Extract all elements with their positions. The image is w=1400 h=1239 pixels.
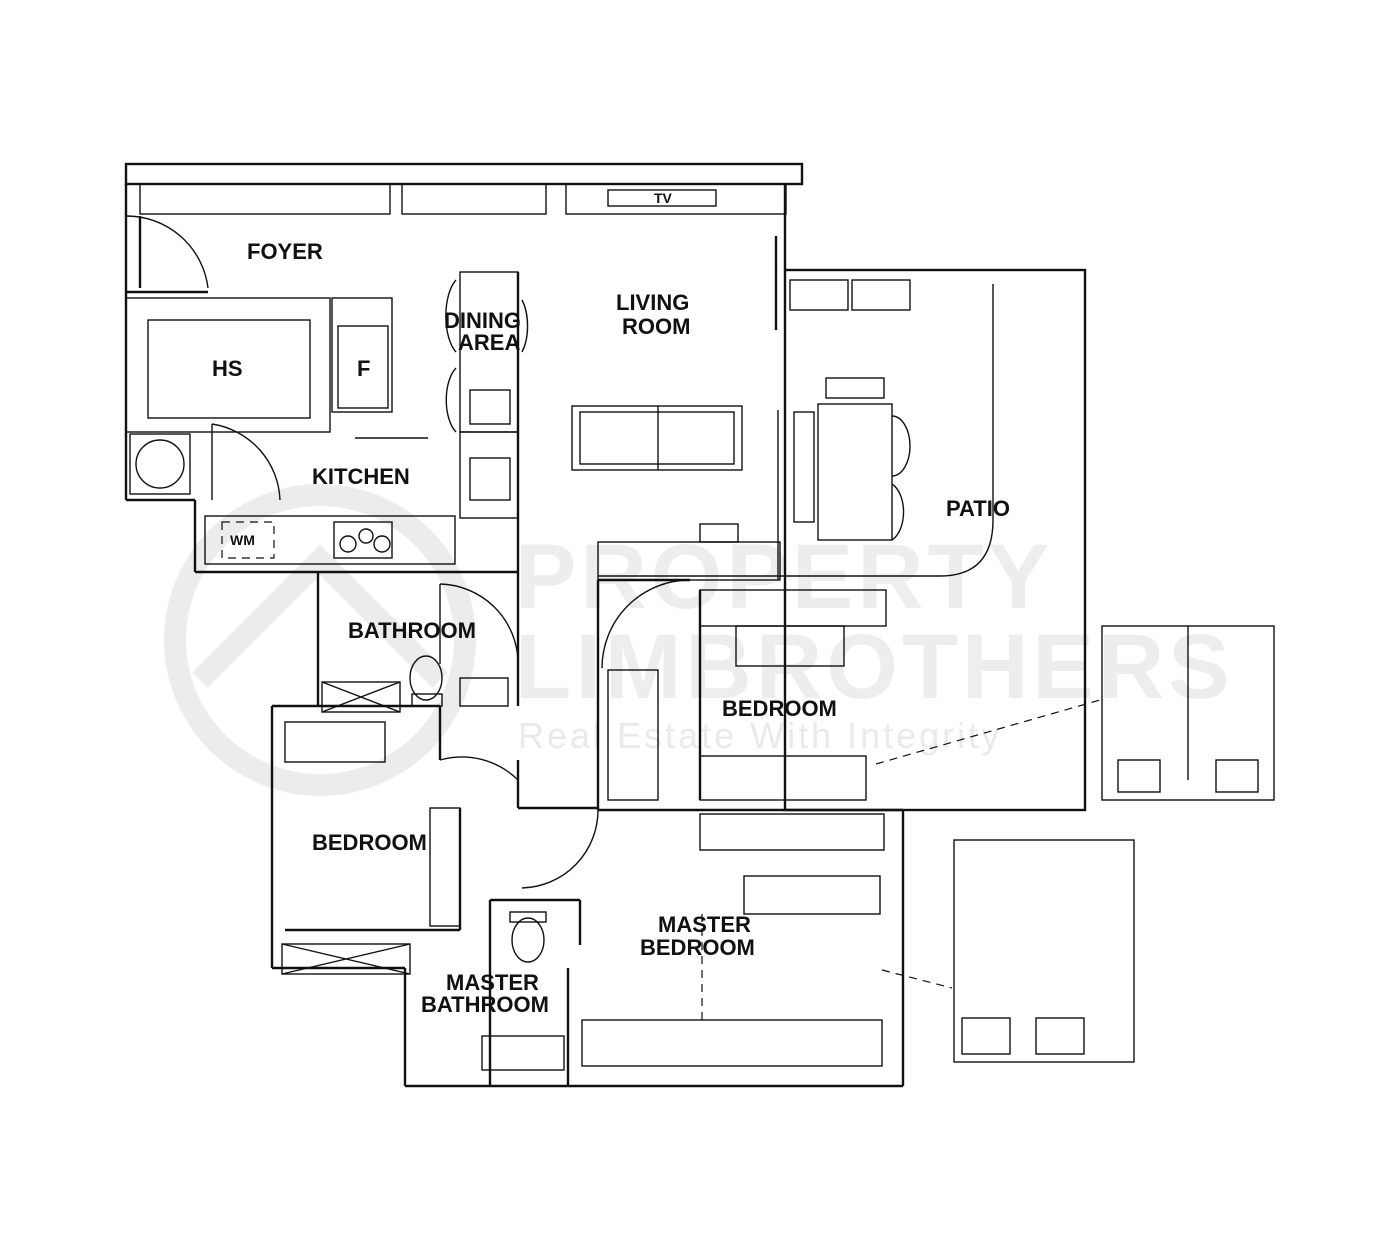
watermark-logo-ring xyxy=(164,484,476,796)
label-living-2: ROOM xyxy=(622,314,690,339)
label-foyer: FOYER xyxy=(247,239,323,264)
label-patio: PATIO xyxy=(946,496,1010,521)
watermark-logo-roof xyxy=(192,544,448,688)
watermark: PROPERTY LIMBROTHERS Real Estate With In… xyxy=(164,484,1234,796)
label-master-bedroom-1: MASTER xyxy=(658,912,751,937)
label-bedroom-2: BEDROOM xyxy=(312,830,427,855)
room-labels: FOYER LIVING ROOM DINING AREA HS F KITCH… xyxy=(212,239,1010,1017)
bathroom-fixtures xyxy=(321,583,519,713)
bedroom-2-fixtures xyxy=(281,721,599,975)
label-hs: HS xyxy=(212,356,243,381)
label-bathroom: BATHROOM xyxy=(348,618,476,643)
bedroom-1-fixtures xyxy=(601,579,1101,801)
living-furniture xyxy=(571,377,911,581)
master-bedroom-fixtures xyxy=(581,813,953,1067)
patio-elements xyxy=(598,284,994,577)
master-bathroom-fixtures xyxy=(481,911,565,1071)
washing-machine-label: WM xyxy=(230,532,255,548)
label-bedroom-1: BEDROOM xyxy=(722,696,837,721)
tv-label: TV xyxy=(654,190,673,206)
label-master-bedroom-2: BEDROOM xyxy=(640,935,755,960)
label-dining-1: DINING xyxy=(444,308,521,333)
external-beds xyxy=(953,625,1275,1063)
label-fridge: F xyxy=(357,356,370,381)
top-cabinets: TV xyxy=(139,183,911,311)
label-master-bathroom-1: MASTER xyxy=(446,970,539,995)
foyer-door xyxy=(125,215,209,294)
label-living-1: LIVING xyxy=(616,290,689,315)
label-master-bathroom-2: BATHROOM xyxy=(421,992,549,1017)
label-kitchen: KITCHEN xyxy=(312,464,410,489)
kitchen-fixtures: WM xyxy=(125,271,529,565)
label-dining-2: AREA xyxy=(458,330,520,355)
watermark-line-2: LIMBROTHERS xyxy=(515,616,1234,718)
watermark-line-1: PROPERTY xyxy=(515,526,1053,628)
watermark-tagline: Real Estate With Integrity xyxy=(518,715,1002,756)
